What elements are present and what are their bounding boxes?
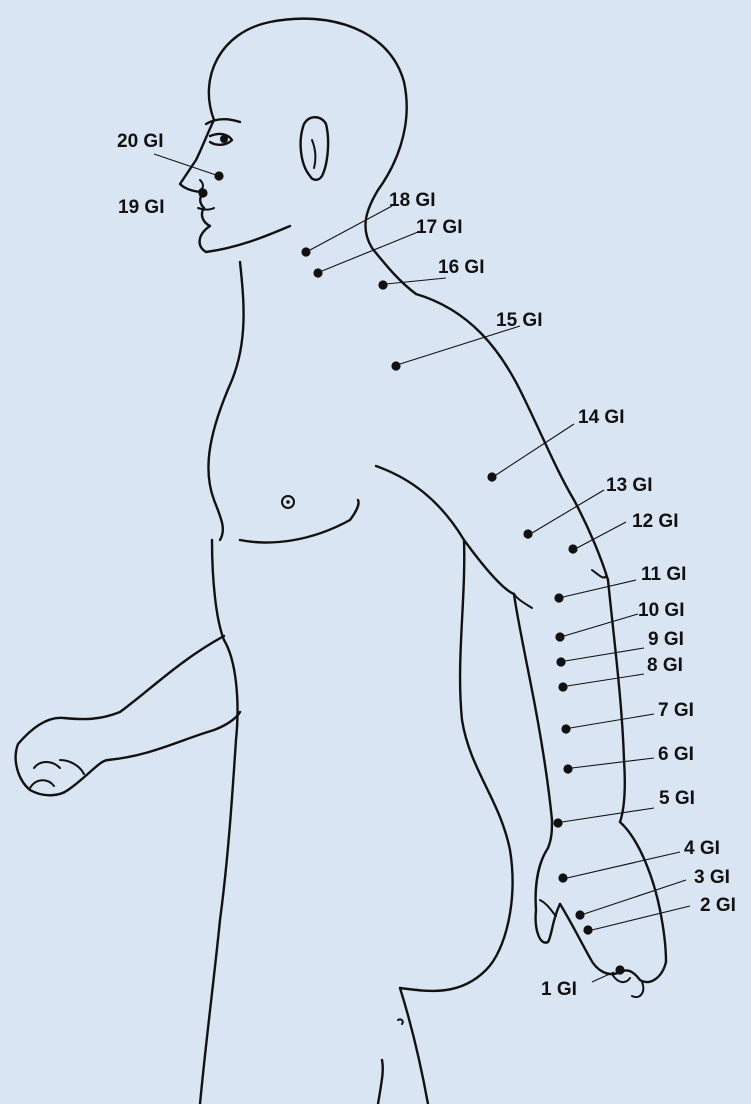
point-14-gi: 14 GI xyxy=(487,407,624,482)
point-label: 10 GI xyxy=(638,600,684,621)
point-label: 5 GI xyxy=(659,788,695,809)
leader-line xyxy=(532,490,604,533)
leader-line xyxy=(565,648,644,661)
acupoint-marker xyxy=(391,361,400,370)
acupoint-marker xyxy=(523,529,532,538)
point-label: 2 GI xyxy=(700,895,736,916)
leader-line xyxy=(592,906,690,930)
leader-line xyxy=(154,154,216,175)
acupoint-marker xyxy=(568,544,577,553)
leader-line xyxy=(563,580,636,597)
leader-line xyxy=(570,714,654,728)
acupoint-marker xyxy=(558,682,567,691)
acupoint-marker xyxy=(554,593,563,602)
leader-line xyxy=(584,880,686,914)
leader-line xyxy=(567,674,644,686)
acupoint-marker xyxy=(563,764,572,773)
point-1-gi: 1 GI xyxy=(541,965,625,1000)
point-label: 12 GI xyxy=(632,511,678,532)
acupoint-marker xyxy=(583,925,592,934)
leader-line xyxy=(572,758,654,768)
acupoint-marker xyxy=(556,657,565,666)
acupoint-marker xyxy=(553,818,562,827)
point-11-gi: 11 GI xyxy=(554,564,686,603)
point-label: 3 GI xyxy=(694,867,730,888)
leader-line xyxy=(310,206,392,250)
acupoint-marker xyxy=(198,188,207,197)
acupoint-marker xyxy=(615,965,624,974)
leader-line xyxy=(592,972,614,982)
point-label: 7 GI xyxy=(658,700,694,721)
acupoint-marker xyxy=(575,910,584,919)
acupoint-marker xyxy=(313,268,322,277)
point-20-gi: 20 GI xyxy=(117,131,224,181)
point-6-gi: 6 GI xyxy=(563,744,694,774)
point-2-gi: 2 GI xyxy=(583,895,736,935)
point-label: 9 GI xyxy=(648,629,684,650)
leader-line xyxy=(577,522,626,548)
acupoint-marker xyxy=(487,472,496,481)
point-label: 20 GI xyxy=(117,131,163,152)
point-label: 8 GI xyxy=(647,655,683,676)
point-label: 1 GI xyxy=(541,979,577,1000)
body-outline xyxy=(16,19,666,1104)
leader-line xyxy=(562,808,654,822)
point-label: 11 GI xyxy=(641,564,686,585)
point-19-gi: 19 GI xyxy=(118,188,208,218)
acupoint-marker xyxy=(555,632,564,641)
leader-line xyxy=(564,614,638,636)
leader-line xyxy=(496,424,574,475)
acupoint-marker xyxy=(301,247,310,256)
point-label: 13 GI xyxy=(606,475,652,496)
leader-line xyxy=(567,852,680,878)
leader-line xyxy=(322,232,418,271)
point-label: 18 GI xyxy=(389,190,435,211)
point-label: 4 GI xyxy=(684,838,720,859)
point-label: 16 GI xyxy=(438,257,484,278)
leader-line xyxy=(386,278,446,284)
point-7-gi: 7 GI xyxy=(561,700,694,734)
acupoint-marker xyxy=(378,280,387,289)
point-label: 19 GI xyxy=(118,197,164,218)
point-8-gi: 8 GI xyxy=(558,655,683,692)
acupoint-marker xyxy=(561,724,570,733)
point-label: 15 GI xyxy=(496,310,542,331)
point-label: 17 GI xyxy=(416,217,462,238)
acupoint-marker xyxy=(558,873,567,882)
point-12-gi: 12 GI xyxy=(568,511,678,554)
point-label: 14 GI xyxy=(578,407,624,428)
acupoint-marker xyxy=(214,171,223,180)
point-label: 6 GI xyxy=(658,744,694,765)
